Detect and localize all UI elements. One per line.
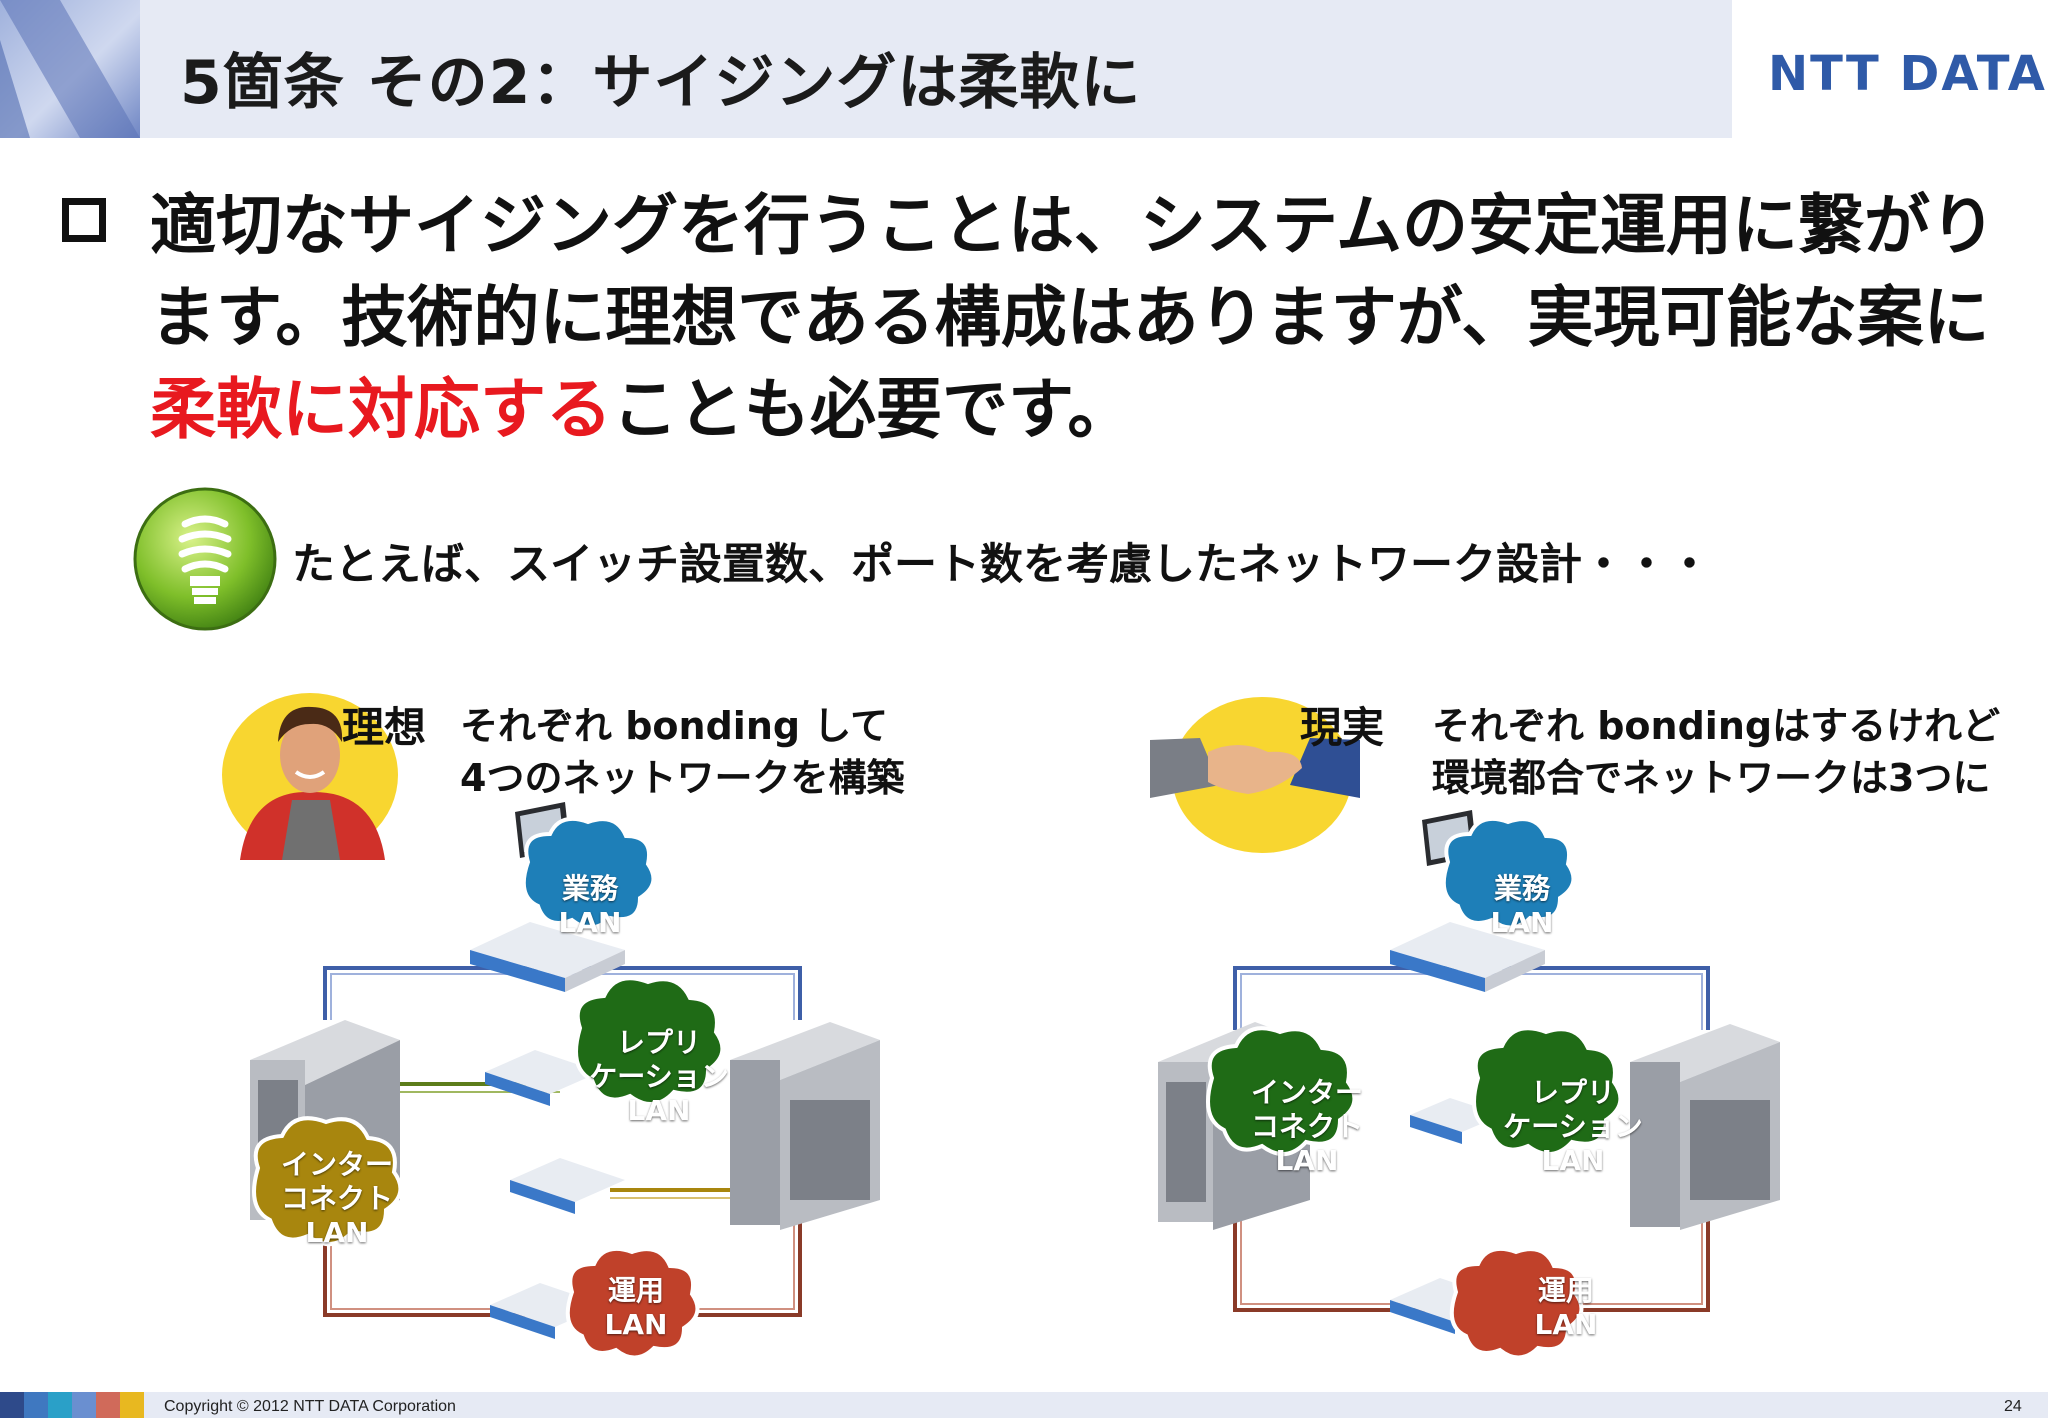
reality-unyo-cloud <box>1449 1247 1584 1360</box>
ideal-interconnect-label: インター コネクト LAN <box>280 1148 393 1249</box>
ideal-gyomu-cloud <box>521 817 656 930</box>
reality-desc-line1: それぞれ bondingはするけれど <box>1432 704 2001 748</box>
ideal-network-diagram <box>250 802 880 1360</box>
reality-label: 現実 <box>1300 703 1385 752</box>
ideal-unyo-label: 運用 LAN <box>604 1274 668 1341</box>
main-text-part1: 適切なサイジングを行うことは、システムの安定運用に繋がります。技術的に理想である… <box>150 187 1997 356</box>
slide-title: 5箇条 その2：サイジングは柔軟に <box>180 48 1142 118</box>
title-decoration <box>0 0 140 138</box>
ideal-replication-cloud <box>574 976 725 1106</box>
reality-network-diagram <box>1158 810 1780 1360</box>
reality-server-right-icon <box>1630 1024 1780 1230</box>
example-text: たとえば、スイッチ設置数、ポート数を考慮したネットワーク設計・・・ <box>292 540 1711 590</box>
handshake-illustration <box>1150 697 1360 853</box>
reality-unyo-label: 運用 LAN <box>1534 1274 1598 1341</box>
ideal-switch-lower-icon <box>510 1158 625 1214</box>
reality-gyomu-label: 業務 LAN <box>1490 872 1554 939</box>
ideal-label: 理想 <box>342 703 427 752</box>
ideal-person-illustration <box>222 693 398 860</box>
footer-bar <box>0 1392 2048 1418</box>
ideal-interconnect-cloud <box>252 1116 403 1246</box>
footer-color-squares <box>0 1392 144 1418</box>
ntt-data-logo: NTT DATA <box>1768 46 2047 102</box>
ideal-unyo-cloud <box>565 1247 700 1360</box>
reality-interconnect-label: インター コネクト LAN <box>1250 1076 1363 1177</box>
lightbulb-icon <box>133 487 277 631</box>
reality-desc-line2: 環境都合でネットワークは3つに <box>1432 756 1991 800</box>
logo-area <box>1732 0 2048 138</box>
ideal-server-right-icon <box>730 1022 880 1230</box>
reality-interconnect-cloud <box>1206 1026 1357 1156</box>
reality-replication-cloud <box>1472 1026 1623 1156</box>
bullet-square-icon <box>62 198 106 242</box>
reality-replication-label: レプリ ケーション LAN <box>1503 1076 1643 1177</box>
reality-gyomu-cloud <box>1441 817 1576 930</box>
ideal-description: それぞれ bonding して 4つのネットワークを構築 <box>460 700 904 804</box>
ideal-switch-mid-icon <box>485 1050 600 1106</box>
reality-description: それぞれ bondingはするけれど 環境都合でネットワークは3つに <box>1432 700 2000 804</box>
reality-switch-top-icon <box>1390 922 1545 992</box>
ideal-switch-top-icon <box>470 922 625 992</box>
ideal-gyomu-label: 業務 LAN <box>558 872 622 939</box>
ideal-desc-line2: 4つのネットワークを構築 <box>460 756 905 800</box>
ideal-desc-line1: それぞれ bonding して <box>460 704 889 748</box>
page-number: 24 <box>2004 1398 2022 1415</box>
copyright-text: Copyright © 2012 NTT DATA Corporation <box>164 1398 456 1415</box>
title-decoration-graphic <box>0 0 140 138</box>
main-text-part2: ことも必要です。 <box>612 371 1134 448</box>
main-text-emphasis: 柔軟に対応する <box>150 371 612 448</box>
main-statement: 適切なサイジングを行うことは、システムの安定運用に繋がります。技術的に理想である… <box>150 180 2010 456</box>
title-bar <box>0 0 2048 138</box>
ideal-replication-label: レプリ ケーション LAN <box>589 1026 729 1127</box>
